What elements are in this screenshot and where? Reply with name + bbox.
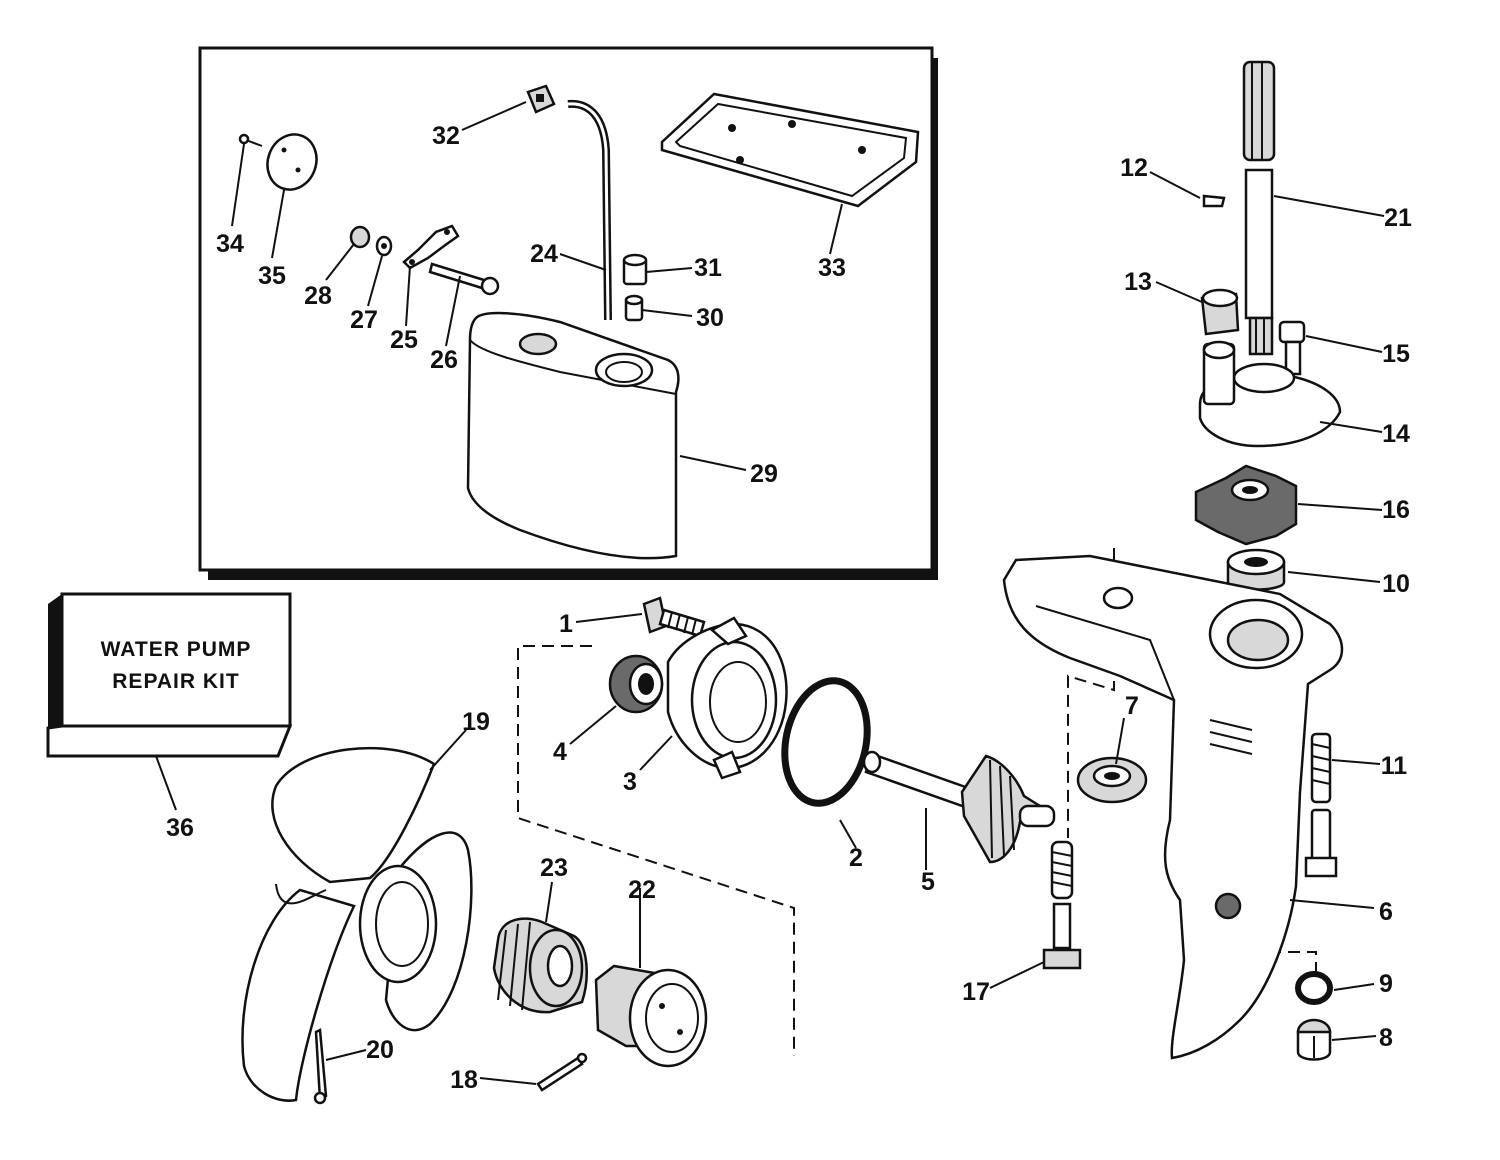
- callout-23: 23: [540, 854, 568, 882]
- part-29-exhaust-housing: [466, 311, 680, 560]
- callout-22: 22: [628, 876, 656, 904]
- callout-27: 27: [350, 306, 378, 334]
- part-24-tube: [567, 99, 612, 321]
- part-7-pinion: [1076, 756, 1148, 804]
- callout-28: 28: [304, 282, 332, 310]
- part-30-sleeve: [624, 294, 644, 322]
- part-23-shear-hub: [492, 917, 588, 1014]
- callout-33: 33: [818, 254, 846, 282]
- callout-2: 2: [849, 844, 863, 872]
- water-pump-repair-kit-box: WATER PUMP REPAIR KIT: [46, 592, 293, 758]
- part-35-cover: [266, 133, 318, 191]
- callout-25: 25: [390, 326, 418, 354]
- callout-36: 36: [166, 814, 194, 842]
- part-13-bushing: [1200, 288, 1240, 336]
- callout-4: 4: [553, 738, 567, 766]
- callout-24: 24: [530, 240, 558, 268]
- callout-10: 10: [1382, 570, 1410, 598]
- part-19-propeller: [241, 746, 473, 1102]
- callout-18: 18: [450, 1066, 478, 1094]
- part-20-cotter-pin: [313, 1028, 328, 1105]
- part-14-pump-housing: [1198, 340, 1342, 448]
- callout-11: 11: [1381, 752, 1408, 780]
- part-18-pin: [536, 1052, 588, 1092]
- part-2-o-ring: [781, 677, 871, 807]
- callout-5: 5: [921, 868, 935, 896]
- callout-20: 20: [366, 1036, 394, 1064]
- part-31-grommet: [622, 253, 648, 286]
- callout-19: 19: [462, 708, 490, 736]
- callout-9: 9: [1379, 970, 1393, 998]
- part-17-bolt: [1042, 840, 1082, 970]
- callout-7: 7: [1125, 692, 1139, 720]
- part-1-bolt: [642, 596, 706, 638]
- part-12-pin: [1202, 194, 1226, 208]
- callout-30: 30: [696, 304, 724, 332]
- callout-labels: 1 2 3 4 5 6 7 8 9 10 11 12 13 14 15 16 1…: [166, 122, 1412, 1094]
- part-32-clip: [526, 84, 556, 114]
- callout-15: 15: [1382, 340, 1410, 368]
- part-33-gasket: [660, 92, 920, 208]
- part-9-washer: [1295, 971, 1333, 1005]
- callout-6: 6: [1379, 898, 1393, 926]
- part-11-stud: [1304, 732, 1338, 878]
- part-10-seal: [1226, 548, 1286, 591]
- kit-box-line-1: WATER PUMP: [101, 638, 252, 661]
- part-27-washer: [375, 235, 393, 257]
- callout-21: 21: [1384, 204, 1412, 232]
- part-26-bolt: [428, 262, 500, 296]
- callout-12: 12: [1120, 154, 1148, 182]
- part-8-plug-screw: [1296, 1018, 1332, 1061]
- callout-1: 1: [559, 610, 573, 638]
- part-25-bracket: [402, 224, 460, 270]
- part-4-bushing: [608, 654, 664, 714]
- part-5-drive-gear: [862, 750, 1056, 864]
- callout-32: 32: [432, 122, 460, 150]
- part-6-gearcase: [1002, 554, 1344, 1060]
- callout-13: 13: [1124, 268, 1152, 296]
- part-22-prop-hub: [594, 964, 708, 1068]
- callout-8: 8: [1379, 1024, 1393, 1052]
- callout-16: 16: [1382, 496, 1410, 524]
- part-21-drive-shaft: [1242, 60, 1276, 356]
- part-16-impeller: [1194, 464, 1298, 546]
- callout-17: 17: [962, 978, 990, 1006]
- callout-14: 14: [1382, 420, 1410, 448]
- leader-lines: [155, 101, 1385, 1085]
- callout-3: 3: [623, 768, 637, 796]
- callout-34: 34: [216, 230, 244, 258]
- part-3-bearing-housing: [666, 616, 788, 780]
- callout-35: 35: [258, 262, 286, 290]
- kit-box-line-2: REPAIR KIT: [112, 670, 239, 693]
- callout-31: 31: [694, 254, 722, 282]
- callout-29: 29: [750, 460, 778, 488]
- callout-26: 26: [430, 346, 458, 374]
- part-34-screw: [238, 133, 263, 147]
- part-28-nut: [349, 225, 371, 249]
